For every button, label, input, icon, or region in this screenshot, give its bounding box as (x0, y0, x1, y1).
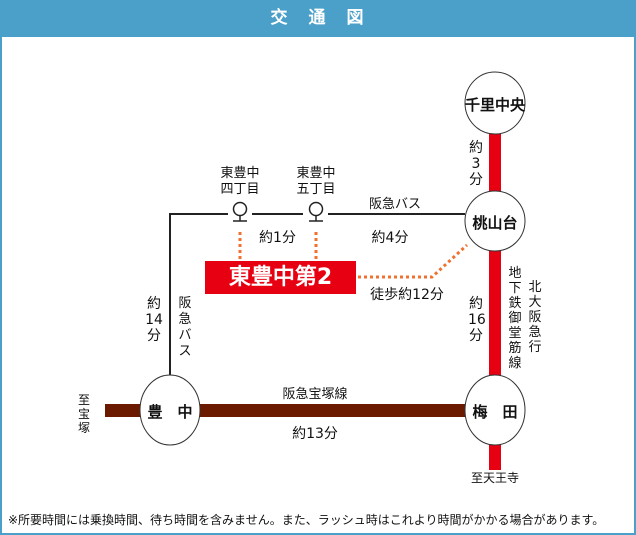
walk-route (238, 232, 469, 279)
time-label: 約13分 (292, 426, 338, 442)
station-senri-chuo: 千里中央 (465, 96, 526, 114)
subway-line-label: 地 下 鉄 御 堂 筋 線 (508, 266, 522, 371)
bus-stop-icon (232, 201, 248, 222)
time-label: 約4分 (371, 230, 409, 246)
station-momoyamadai: 桃山台 (472, 214, 518, 232)
bus-route (169, 213, 228, 380)
bus-line-label: 阪 急 バ ス (178, 296, 192, 359)
station-circle (464, 71, 526, 135)
station-circle (464, 190, 526, 252)
time-label: 約 16 分 (468, 296, 486, 344)
walk-time-label: 徒歩約12分 (370, 287, 444, 303)
page-title: 交 通 図 (0, 0, 636, 37)
time-label: 約 14 分 (145, 296, 163, 344)
kita-osaka-label: 北 大 阪 急 行 (528, 280, 542, 355)
bus-stop-label: 東豊中 五丁目 (296, 166, 336, 197)
direction-label: 至 宝 塚 (77, 393, 90, 435)
station-toyonaka: 豊 中 (147, 403, 193, 421)
footnote: ※所要時間には乗換時間、待ち時間を含みません。また、ラッシュ時はこれより時間がか… (8, 513, 605, 527)
hankyu-line-label: 阪急宝塚線 (282, 387, 348, 402)
time-label: 約1分 (259, 230, 296, 246)
station-circle (464, 374, 526, 446)
bus-stop-icon (308, 201, 324, 222)
bus-stop-label: 東豊中 四丁目 (220, 166, 260, 197)
time-label: 約 3 分 (469, 140, 483, 188)
bus-line-label: 阪急バス (368, 197, 421, 212)
property-label: 東豊中第2 (205, 261, 356, 294)
station-umeda: 梅 田 (472, 403, 518, 421)
direction-label: 至天王寺 (470, 471, 519, 485)
subway-line (489, 75, 501, 470)
station-circle (139, 374, 201, 446)
